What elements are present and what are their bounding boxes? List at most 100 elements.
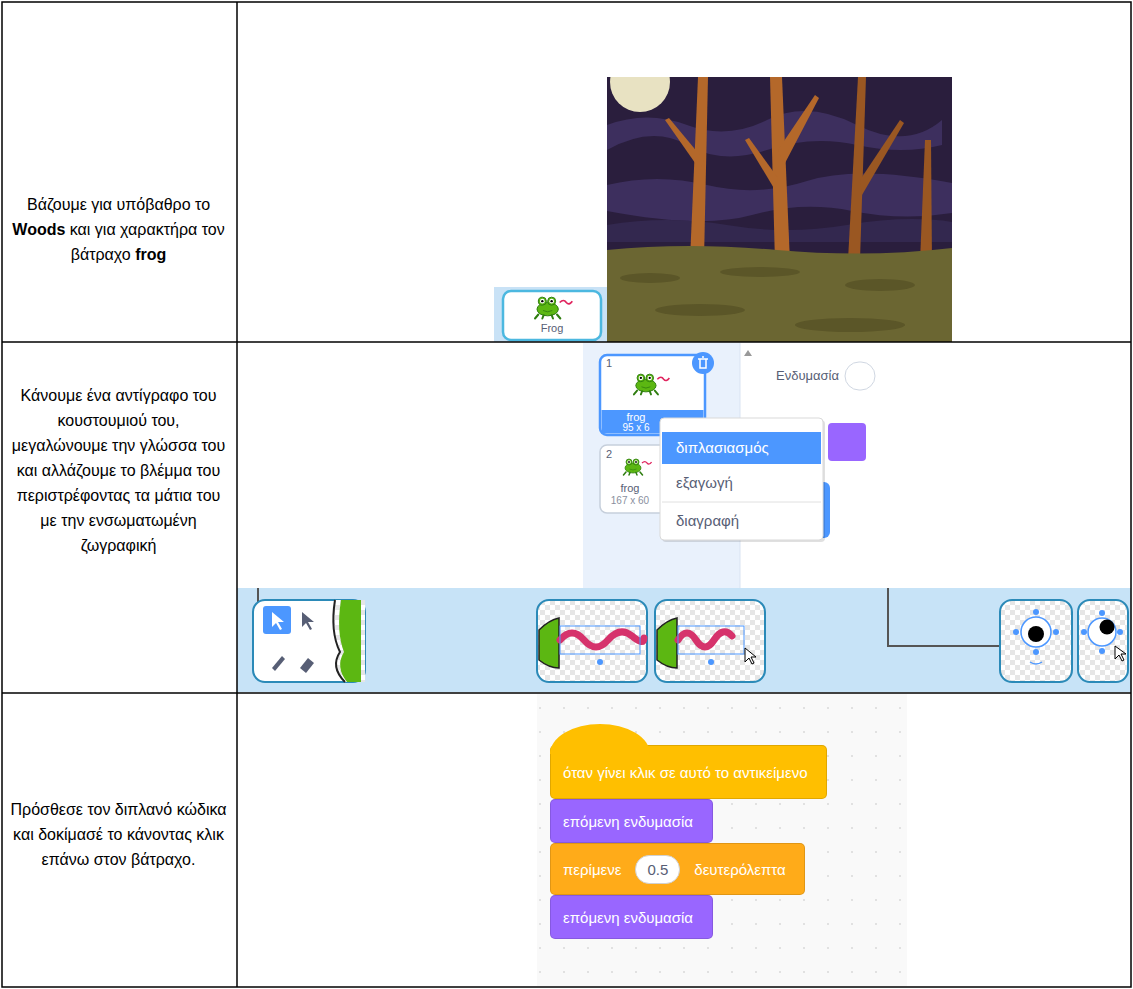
paint-tool-strip	[302, 612, 314, 630]
woods-backdrop	[720, 267, 800, 277]
block-text: περίμενε	[563, 861, 621, 878]
paint-tool-strip	[745, 648, 756, 664]
paint-tool-strip	[272, 612, 284, 630]
paint-tool-strip	[257, 588, 259, 602]
sprite-thumbnail	[494, 287, 607, 342]
paint-tool-strip	[678, 626, 744, 654]
woods-backdrop	[620, 273, 680, 283]
costume-panel	[624, 459, 652, 475]
woods-backdrop	[610, 77, 670, 112]
costume-size: 95 x 6	[622, 422, 649, 433]
cell-text: Βάζουμε για υπόβαθρο το	[27, 196, 210, 213]
number-input: 0.5	[635, 855, 680, 884]
costume-panel	[583, 343, 875, 588]
paint-tool-strip	[888, 588, 1000, 646]
paint-tool-strip	[333, 600, 365, 682]
menu-item: εξαγωγή	[676, 474, 733, 491]
woods-backdrop	[920, 140, 932, 262]
paint-tool-strip	[1088, 618, 1116, 646]
woods-backdrop	[665, 118, 704, 170]
paint-tool-strip	[339, 600, 361, 682]
paint-tool-strip	[1013, 629, 1019, 635]
paint-tool-strip	[1115, 646, 1126, 661]
bold-term: Woods	[12, 221, 65, 238]
paint-tool-strip	[657, 618, 677, 668]
paint-tool-strip	[1099, 610, 1105, 616]
sprite-name: Frog	[541, 322, 564, 334]
table-cell: Βάζουμε για υπόβαθρο το Woods και για χα…	[10, 192, 227, 267]
costume-panel	[662, 502, 821, 503]
paint-tool-strip	[1033, 649, 1039, 655]
paint-tool-strip	[300, 658, 314, 673]
looks-block: επόμενη ενδυμασία	[550, 799, 713, 843]
table-grid	[236, 2, 238, 987]
paint-tool-strip	[1100, 620, 1115, 635]
wait-block: περίμενε 0.5 δευτερόλεπτα	[550, 843, 805, 895]
sprite-thumbnail	[503, 291, 601, 340]
field-label: Ενδυμασία	[776, 368, 839, 383]
costume-number: 1	[606, 357, 612, 369]
paint-tool-strip	[539, 618, 559, 668]
sprite-thumbnail	[494, 287, 607, 342]
costume-panel	[828, 423, 866, 461]
paint-tool-strip	[560, 632, 644, 647]
paint-tool-strip	[1000, 600, 1072, 682]
costume-panel	[662, 432, 821, 464]
costume-size: 167 x 60	[611, 495, 649, 506]
woods-backdrop	[778, 95, 819, 165]
code-area	[537, 694, 907, 986]
costume-number: 2	[606, 448, 612, 460]
woods-backdrop	[848, 77, 866, 260]
block-text: δευτερόλεπτα	[694, 861, 785, 878]
table-cell: Πρόσθεσε τον διπλανό κώδικα και δοκίμασέ…	[10, 797, 227, 872]
block-text: όταν γίνει κλικ σε αυτό το αντικείμενο	[563, 764, 807, 781]
table-cell: Κάνουμε ένα αντίγραφο του κουστουμιού το…	[10, 383, 227, 558]
woods-backdrop	[607, 77, 952, 342]
code-area	[537, 694, 907, 986]
table-grid	[2, 341, 1131, 343]
paint-tool-strip	[1078, 600, 1128, 682]
paint-tool-strip	[537, 600, 647, 682]
paint-tool-strip	[1099, 648, 1105, 654]
paint-tool-strip	[560, 626, 640, 654]
paint-tool-strip	[253, 600, 365, 682]
woods-backdrop	[795, 318, 905, 332]
cell-text: Πρόσθεσε τον διπλανό κώδικα και δοκίμασέ…	[10, 801, 226, 868]
menu-item: διπλασιασμός	[676, 439, 769, 456]
menu-item: διαγραφή	[676, 512, 739, 529]
paint-tool-strip	[1021, 617, 1051, 647]
cell-text: Κάνουμε ένα αντίγραφο του κουστουμιού το…	[12, 387, 225, 554]
woods-backdrop	[770, 77, 790, 262]
woods-backdrop	[745, 138, 778, 190]
costume-panel	[845, 362, 875, 390]
woods-backdrop	[607, 246, 952, 342]
woods-backdrop	[845, 279, 915, 291]
block-text: επόμενη ενδυμασία	[563, 909, 693, 926]
costume-panel	[692, 352, 714, 374]
paint-tool-strip	[655, 600, 765, 682]
paint-tool-strip	[1081, 629, 1087, 635]
paint-tool-strip	[237, 588, 1131, 692]
paint-tool-strip	[1117, 629, 1123, 635]
table-grid	[2, 692, 1131, 694]
costume-panel	[744, 350, 752, 356]
paint-tool-strip	[263, 606, 291, 634]
sprite-thumbnail	[535, 297, 572, 318]
woods-backdrop	[607, 77, 952, 342]
costume-name: frog	[627, 411, 646, 423]
block-text: επόμενη ενδυμασία	[563, 813, 693, 830]
paint-tool-strip	[597, 659, 603, 665]
looks-block: επόμενη ενδυμασία	[550, 895, 713, 939]
costume-panel	[583, 343, 866, 588]
hat-dome	[550, 724, 650, 754]
paint-tool-strip	[678, 632, 732, 647]
bold-term: frog	[135, 246, 166, 263]
costume-panel	[698, 357, 708, 368]
paint-tool-strip	[1028, 626, 1044, 642]
paint-tool-strip	[237, 588, 1131, 692]
costume-panel	[660, 418, 823, 540]
costume-name: frog	[621, 482, 640, 494]
